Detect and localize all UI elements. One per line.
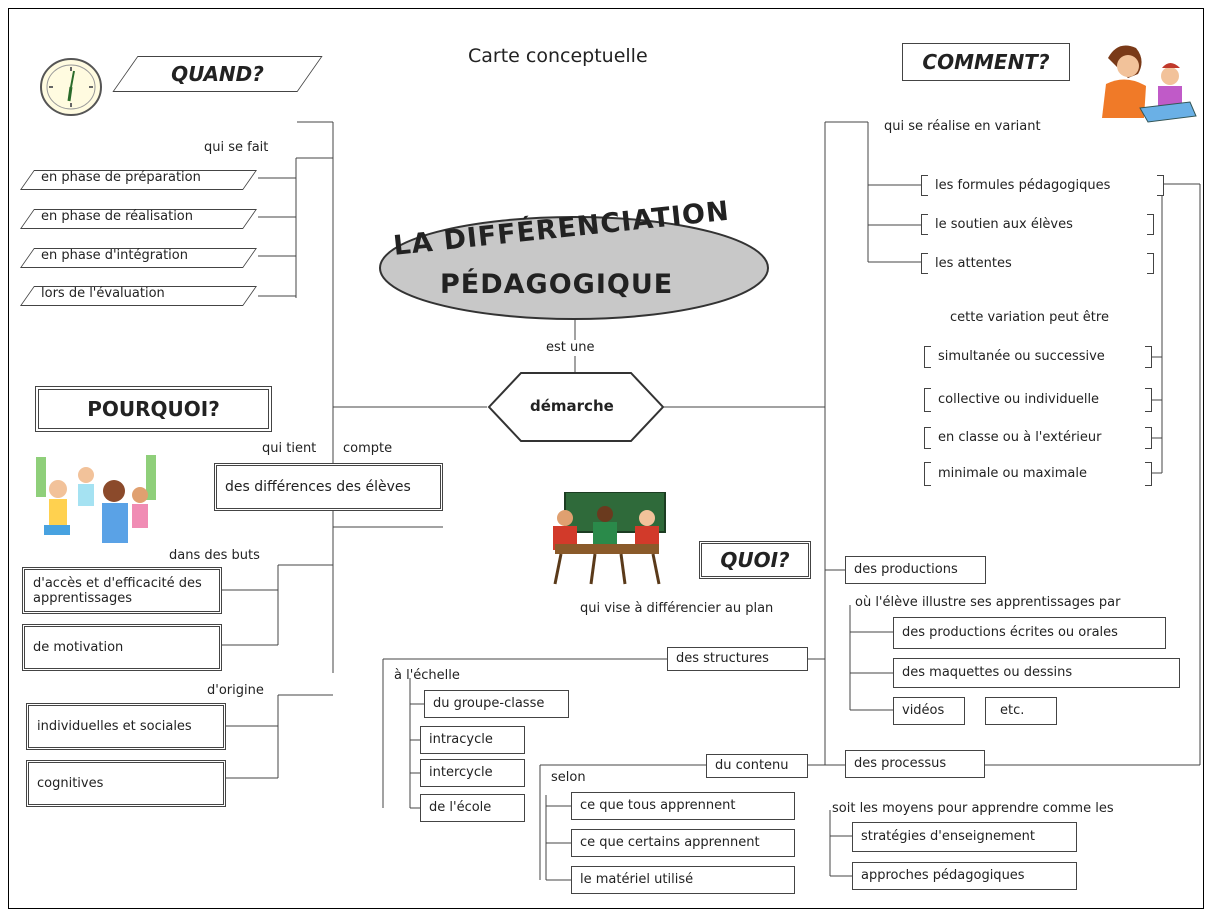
- pourquoi-link1: qui tient: [262, 441, 317, 456]
- but-motivation: de motivation: [22, 624, 222, 671]
- center-link-label: est une: [546, 340, 595, 356]
- productions-label: où l'élève illustre ses apprentissages p…: [855, 595, 1121, 610]
- teacher-student-illustration: [1102, 45, 1197, 123]
- comment-item-attentes: les attentes: [921, 253, 1154, 274]
- demarche-label: démarche: [530, 397, 614, 415]
- variation-label: cette variation peut être: [950, 310, 1109, 325]
- comment-heading: COMMENT?: [902, 43, 1070, 81]
- children-illustration: [36, 455, 156, 543]
- processus-strategies: stratégies d'enseignement: [852, 822, 1077, 852]
- quand-heading: QUAND?: [112, 56, 323, 92]
- comment-item-soutien: le soutien aux élèves: [921, 214, 1154, 235]
- main-topic-ellipse: [379, 216, 769, 320]
- classroom-illustration: [553, 492, 666, 585]
- processus-label: soit les moyens pour apprendre comme les: [832, 801, 1114, 816]
- variation-classe: en classe ou à l'extérieur: [924, 427, 1152, 449]
- echelle-intercycle: intercycle: [420, 759, 525, 787]
- echelle-label: à l'échelle: [394, 668, 460, 683]
- comment-link-label: qui se réalise en variant: [884, 119, 1041, 134]
- quand-item-integration: en phase d'intégration: [19, 248, 258, 268]
- quoi-link-label: qui vise à différencier au plan: [580, 601, 774, 616]
- origine-label: d'origine: [207, 683, 264, 698]
- origine-individuelles-sociales: individuelles et sociales: [26, 703, 226, 750]
- but-acces-efficacite: d'accès et d'efficacité des apprentissag…: [22, 567, 222, 614]
- processus-approches: approches pédagogiques: [852, 862, 1077, 890]
- pourquoi-link2: compte: [343, 441, 393, 456]
- variation-simultanee: simultanée ou successive: [924, 346, 1152, 368]
- variation-collective: collective ou individuelle: [924, 388, 1152, 412]
- quoi-heading: QUOI?: [699, 541, 811, 579]
- production-ecrites-orales: des productions écrites ou orales: [893, 617, 1166, 649]
- differences-eleves-node: des différences des élèves: [214, 463, 443, 511]
- echelle-groupe-classe: du groupe-classe: [424, 690, 569, 718]
- production-etc: etc.: [985, 697, 1057, 725]
- buts-label: dans des buts: [169, 548, 260, 563]
- production-videos: vidéos: [893, 697, 965, 725]
- selon-materiel: le matériel utilisé: [571, 866, 795, 894]
- selon-tous: ce que tous apprennent: [571, 792, 795, 820]
- quand-item-preparation: en phase de préparation: [19, 170, 258, 190]
- diagram-frame: [8, 8, 1204, 909]
- selon-label: selon: [551, 770, 586, 785]
- quand-item-evaluation: lors de l'évaluation: [19, 286, 258, 306]
- contenu-node: du contenu: [706, 754, 808, 778]
- quand-item-realisation: en phase de réalisation: [19, 209, 258, 229]
- variation-minimale: minimale ou maximale: [924, 462, 1152, 486]
- clock-icon: [40, 58, 102, 116]
- comment-item-formules: les formules pédagogiques: [921, 175, 1164, 196]
- main-topic-line2: PÉDAGOGIQUE: [440, 269, 674, 300]
- origine-cognitives: cognitives: [26, 760, 226, 807]
- processus-node: des processus: [845, 750, 985, 778]
- demarche-hexagon: [487, 372, 665, 442]
- diagram-title: Carte conceptuelle: [468, 45, 648, 67]
- echelle-intracycle: intracycle: [420, 726, 525, 754]
- pourquoi-heading: POURQUOI?: [35, 386, 272, 432]
- structures-node: des structures: [667, 647, 808, 671]
- production-maquettes-dessins: des maquettes ou dessins: [893, 658, 1180, 688]
- echelle-ecole: de l'école: [420, 794, 525, 822]
- quand-link-label: qui se fait: [204, 140, 269, 155]
- selon-certains: ce que certains apprennent: [571, 829, 795, 857]
- productions-node: des productions: [845, 556, 986, 584]
